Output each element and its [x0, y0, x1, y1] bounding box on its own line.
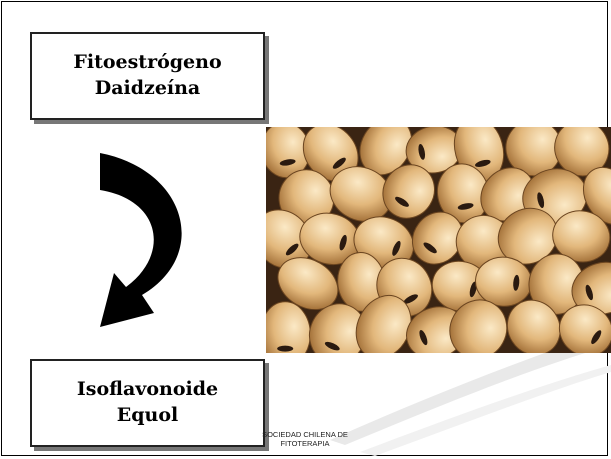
isoflavonoid-label: Isoflavonoide — [76, 378, 219, 401]
footer-line-2: FITOTERAPIA — [280, 438, 330, 448]
footer-line-1: SOCIEDAD CHILENA DE — [262, 430, 348, 439]
daidzein-label: Daidzeína — [94, 77, 201, 99]
phytoestrogen-label: Fitoestrógeno — [73, 51, 222, 74]
soybeans-photo — [266, 127, 611, 353]
isoflavonoid-box: Isoflavonoide Equol — [30, 359, 265, 447]
curved-arrow-down-icon — [100, 153, 182, 327]
footer-credit: SOCIEDAD CHILENA DE FITOTERAPIA — [230, 430, 380, 448]
phytoestrogen-box: Fitoestrógeno Daidzeína — [30, 32, 265, 120]
equol-label: Equol — [116, 404, 179, 426]
